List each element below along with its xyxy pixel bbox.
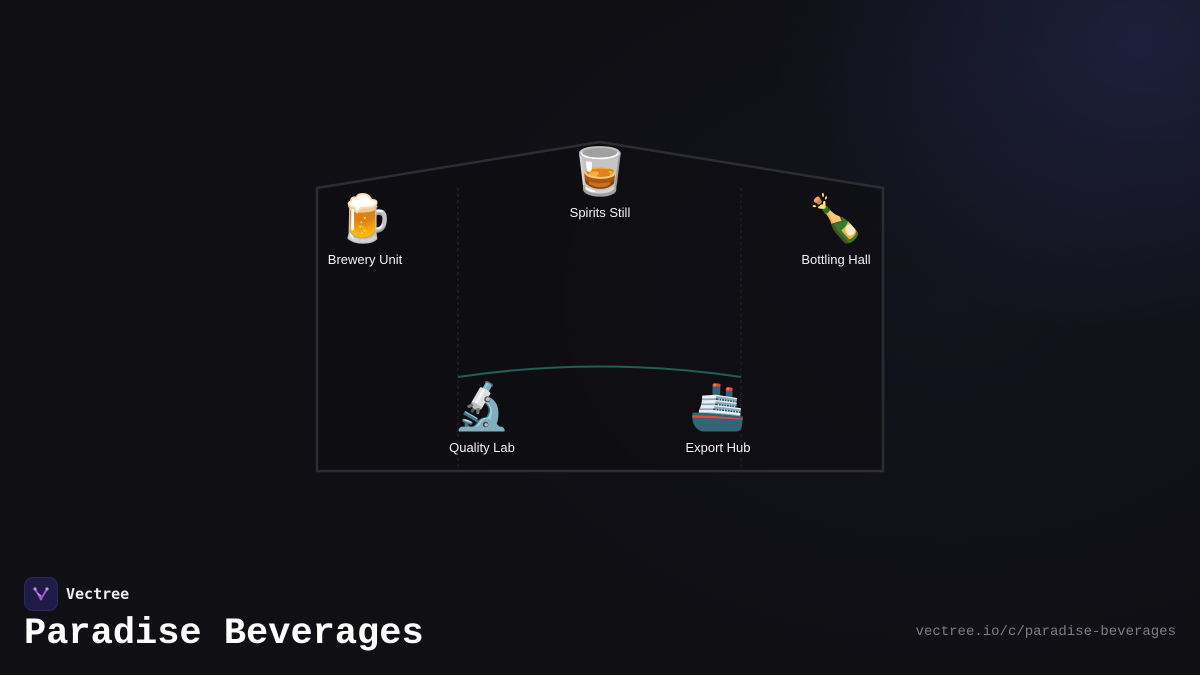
- brand-name: Vectree: [66, 585, 130, 603]
- node-bottling-hall[interactable]: 🍾 Bottling Hall: [766, 190, 906, 267]
- connection-lab-export: [457, 365, 742, 378]
- champagne-bottle-icon: 🍾: [807, 192, 865, 244]
- node-label-brewery-unit: Brewery Unit: [327, 252, 403, 267]
- node-label-bottling-hall: Bottling Hall: [801, 252, 871, 267]
- node-label-quality-lab: Quality Lab: [449, 440, 515, 455]
- microscope-icon: 🔬: [453, 380, 511, 432]
- ship-icon: 🚢: [689, 380, 747, 432]
- page-title: Paradise Beverages: [24, 613, 424, 655]
- brand[interactable]: Vectree: [24, 577, 129, 611]
- node-brewery-unit[interactable]: 🍺 Brewery Unit: [295, 190, 435, 267]
- node-label-spirits-still: Spirits Still: [569, 205, 631, 220]
- tumbler-glass-icon: 🥃: [571, 145, 629, 197]
- node-label-export-hub: Export Hub: [685, 440, 751, 455]
- node-export-hub[interactable]: 🚢 Export Hub: [648, 378, 788, 455]
- node-quality-lab[interactable]: 🔬 Quality Lab: [412, 378, 552, 455]
- beer-mug-icon: 🍺: [336, 192, 394, 244]
- page-url[interactable]: vectree.io/c/paradise-beverages: [915, 624, 1176, 640]
- vectree-logo-icon: [24, 577, 58, 611]
- node-spirits-still[interactable]: 🥃 Spirits Still: [530, 143, 670, 220]
